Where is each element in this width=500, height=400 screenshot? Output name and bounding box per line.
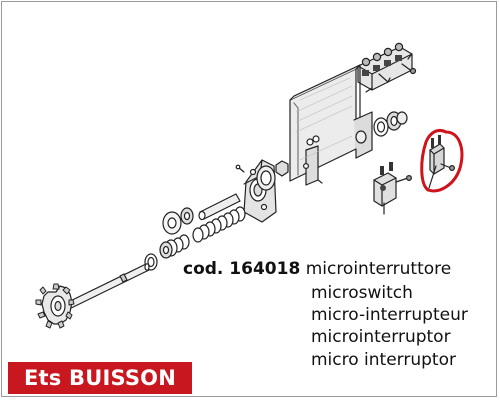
part-name-french: micro-interrupteur (311, 305, 468, 326)
brand-logo: Ets BUISSON (8, 362, 192, 394)
terminal-block (357, 42, 417, 91)
part-names-list: microswitch micro-interrupteur microinte… (311, 282, 468, 371)
part-code-line: cod. 164018 microinterruttore (183, 259, 451, 279)
part-name-italian: microinterruttore (305, 259, 452, 279)
part-code: cod. 164018 (183, 259, 301, 279)
part-name-portuguese: micro interruptor (311, 349, 456, 370)
highlighted-microswitch (420, 128, 464, 193)
pin-and-spring (162, 193, 246, 243)
part-name-spanish: microinterruptor (311, 327, 451, 348)
bracket-assembly (235, 159, 289, 223)
actuator-switch (373, 162, 413, 215)
mounting-plate (289, 64, 373, 186)
plate-bushings (355, 87, 408, 144)
shaft-with-sprocket (35, 263, 150, 329)
part-name-english: microswitch (311, 283, 413, 303)
